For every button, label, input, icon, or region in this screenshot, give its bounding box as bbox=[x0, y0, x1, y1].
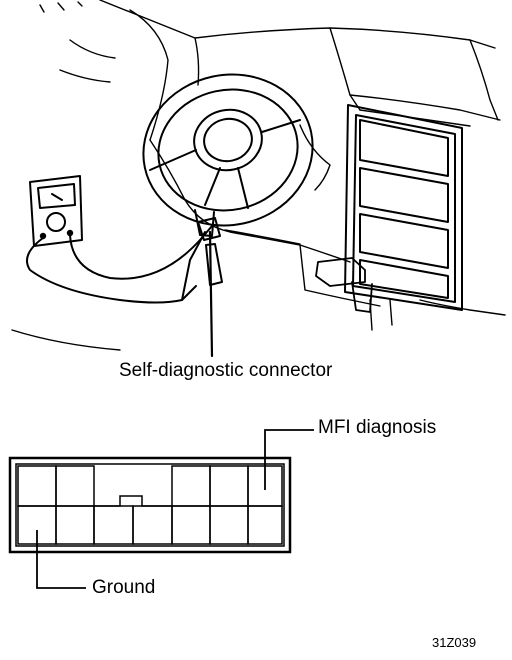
pin-4 bbox=[209, 465, 249, 507]
connector-leader-line bbox=[208, 230, 214, 358]
connector-inner bbox=[15, 463, 285, 547]
connector-key bbox=[94, 495, 172, 507]
figure-code-label: 31Z039 bbox=[432, 635, 477, 650]
pin-1 bbox=[17, 465, 57, 507]
center-vent bbox=[344, 104, 463, 311]
multimeter bbox=[29, 175, 83, 247]
self-diagnostic-connector-label: Self-diagnostic connector bbox=[119, 360, 333, 381]
pin-7 bbox=[55, 505, 95, 545]
pin-8 bbox=[93, 505, 134, 545]
mfi-leader-line bbox=[264, 429, 314, 490]
pin-10 bbox=[171, 505, 211, 545]
gear-lever bbox=[315, 257, 373, 313]
dashboard-illustration bbox=[11, 0, 506, 358]
probe-wires bbox=[26, 225, 213, 304]
connector-diagram bbox=[8, 429, 314, 589]
connector-housing bbox=[8, 456, 292, 554]
ground-label: Ground bbox=[92, 577, 156, 598]
pin-12 bbox=[247, 505, 283, 545]
connector-plug bbox=[197, 217, 223, 286]
connector-pins bbox=[17, 465, 283, 545]
ground-leader-line bbox=[36, 530, 86, 589]
steering-wheel bbox=[142, 73, 314, 237]
pin-9 bbox=[132, 505, 173, 545]
pin-2 bbox=[55, 465, 95, 507]
pin-3 bbox=[171, 465, 211, 507]
mfi-diagnosis-label: MFI diagnosis bbox=[318, 417, 437, 438]
pin-11 bbox=[209, 505, 249, 545]
